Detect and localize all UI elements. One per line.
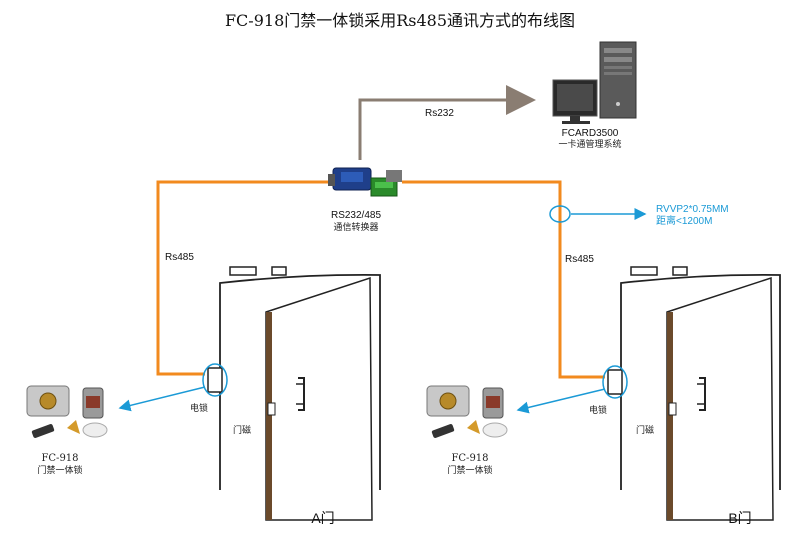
converter-device-icon bbox=[328, 167, 402, 197]
door-a-device-icon bbox=[26, 385, 108, 438]
converter-name: RS232/485 bbox=[331, 210, 381, 221]
cable-spec: RVVP2*0.75MM bbox=[656, 204, 729, 215]
rs232-line bbox=[358, 85, 536, 160]
door-b-edge bbox=[667, 312, 673, 520]
server-desc: 一卡通管理系统 bbox=[558, 138, 621, 150]
door-a-magnet-label: 门磁 bbox=[233, 424, 251, 436]
door-b-lock-label: 电锁 bbox=[589, 404, 607, 416]
door-b-magnet-label: 门磁 bbox=[636, 424, 654, 436]
rs485-bus-left bbox=[156, 180, 335, 376]
converter-desc: 通信转换器 bbox=[333, 221, 378, 233]
door-a-lock-icon bbox=[207, 367, 223, 393]
cable-distance: 距离<1200M bbox=[656, 214, 712, 227]
door-b-frame bbox=[620, 274, 781, 490]
door-a-device-model: FC-918 bbox=[41, 453, 78, 464]
rs485-bus-right bbox=[402, 180, 605, 379]
door-a-name: A门 bbox=[311, 510, 334, 526]
door-a-pointer bbox=[118, 386, 206, 412]
rs485-label-left: Rs485 bbox=[165, 252, 194, 263]
door-b-pointer bbox=[516, 388, 606, 414]
door-a-magnet-icon bbox=[267, 402, 276, 416]
cable-callout-circle bbox=[549, 205, 571, 223]
door-b-name: B门 bbox=[728, 510, 751, 526]
door-a-leaf bbox=[265, 276, 373, 521]
door-b bbox=[602, 266, 781, 521]
door-b-handle-icon bbox=[699, 377, 706, 411]
server-name: FCARD3500 bbox=[562, 128, 619, 139]
door-a-device-desc: 门禁一体锁 bbox=[37, 464, 82, 476]
door-a-handle-icon bbox=[298, 377, 305, 411]
door-b-device-icon bbox=[426, 385, 508, 438]
rs485-label-right: Rs485 bbox=[565, 254, 594, 265]
door-b-lock-icon bbox=[607, 369, 623, 395]
door-b-magnet-icon bbox=[668, 402, 677, 416]
door-a bbox=[202, 266, 381, 521]
door-b-leaf bbox=[666, 276, 774, 521]
door-b-device-desc: 门禁一体锁 bbox=[447, 464, 492, 476]
rs232-label: Rs232 bbox=[425, 108, 454, 119]
door-a-edge bbox=[266, 312, 272, 520]
server-computer-icon bbox=[552, 41, 637, 124]
door-a-lock-label: 电锁 bbox=[190, 402, 208, 414]
door-a-frame bbox=[219, 274, 381, 490]
diagram-title: FC-918门禁一体锁采用Rs485通讯方式的布线图 bbox=[225, 11, 575, 30]
door-b-device-model: FC-918 bbox=[451, 453, 488, 464]
